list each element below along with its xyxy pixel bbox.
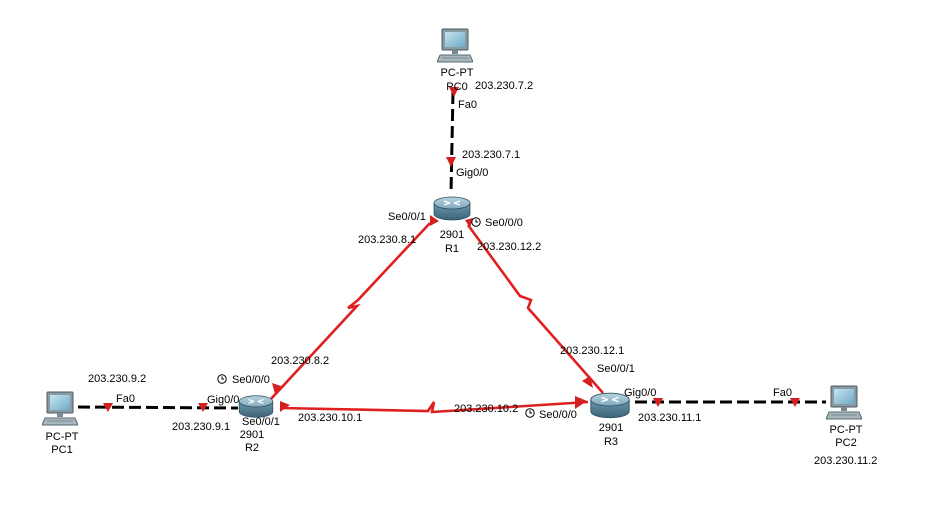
r1-gig-ip-label: 203.230.7.1 <box>462 149 520 161</box>
pc-icon <box>826 385 862 420</box>
pc2-interface-label: Fa0 <box>773 387 792 399</box>
r3-name: R3 <box>604 436 618 448</box>
r2-gig-ip-label: 203.230.9.1 <box>172 421 230 433</box>
r2-se000-interface-label: Se0/0/0 <box>232 374 270 386</box>
clock-icon <box>217 374 227 384</box>
router-r1[interactable]: 2901 R1 <box>433 196 471 255</box>
marker-r1-se000 <box>465 218 473 228</box>
pc1-name: PC1 <box>51 444 72 456</box>
clock-icon <box>471 217 481 227</box>
r1-se000-interface-label: Se0/0/0 <box>485 217 523 229</box>
r3-gig-ip-label: 203.230.11.1 <box>638 412 701 424</box>
link-r1-r2 <box>269 222 431 401</box>
r3-gig-interface-label: Gig0/0 <box>624 387 656 399</box>
pc1-ip-label: 203.230.9.2 <box>88 373 146 385</box>
r3-model: 2901 <box>599 422 623 434</box>
marker-r3-se001 <box>582 376 593 388</box>
r1-gig-interface-label: Gig0/0 <box>456 167 488 179</box>
link-pc0-r1 <box>449 91 455 194</box>
r1-se001-ip-label: 203.230.8.1 <box>358 234 416 246</box>
link-r1-r3 <box>466 224 604 394</box>
r1-model: 2901 <box>440 229 464 241</box>
marker-r2-se000 <box>272 383 281 394</box>
marker-r2-se001 <box>280 401 290 412</box>
r2-se001-interface-label: Se0/0/1 <box>242 416 280 428</box>
pc-icon <box>437 28 473 63</box>
marker-r3-gig <box>653 398 663 407</box>
pc0[interactable]: PC-PT PC0 <box>437 28 474 93</box>
r3-se001-ip-label: 203.230.12.1 <box>560 345 624 357</box>
marker-r1-se001 <box>430 215 439 226</box>
pc1[interactable]: PC-PT PC1 <box>42 391 79 456</box>
pc0-type: PC-PT <box>441 67 474 79</box>
r1-se000-ip-label: 203.230.12.2 <box>477 241 541 253</box>
pc1-type: PC-PT <box>46 431 79 443</box>
r2-model: 2901 <box>240 429 264 441</box>
r2-se000-ip-label: 203.230.8.2 <box>271 355 329 367</box>
pc-icon <box>42 391 78 426</box>
r2-gig-interface-label: Gig0/0 <box>207 394 239 406</box>
pc2-type: PC-PT <box>830 424 863 436</box>
marker-pc2-fa0 <box>790 398 800 407</box>
router-icon <box>238 395 274 418</box>
marker-r1-gig <box>446 157 456 167</box>
link-markers <box>103 87 800 412</box>
r3-se000-ip-label: 203.230.10.2 <box>454 403 518 415</box>
pc0-interface-label: Fa0 <box>458 99 477 111</box>
marker-r3-se000 <box>575 396 587 409</box>
pc1-interface-label: Fa0 <box>116 393 135 405</box>
r3-se001-interface-label: Se0/0/1 <box>597 363 635 375</box>
pc2-ip-label: 203.230.11.2 <box>814 455 877 467</box>
r3-se000-interface-label: Se0/0/0 <box>539 409 577 421</box>
pc2[interactable]: PC-PT PC2 <box>826 385 863 449</box>
router-icon <box>433 196 471 221</box>
r1-se001-interface-label: Se0/0/1 <box>388 211 426 223</box>
router-r3[interactable]: 2901 R3 <box>590 392 630 448</box>
r1-name: R1 <box>445 243 459 255</box>
link-r2-r3 <box>279 400 589 414</box>
r2-se001-ip-label: 203.230.10.1 <box>298 412 362 424</box>
link-pc1-r2 <box>77 405 239 410</box>
pc2-name: PC2 <box>835 437 856 449</box>
pc0-ip-label: 203.230.7.2 <box>475 80 533 92</box>
marker-pc0-fa0 <box>449 87 459 97</box>
marker-r2-gig <box>198 403 208 412</box>
pc0-name: PC0 <box>446 81 467 93</box>
clock-icon <box>525 408 535 418</box>
router-r2[interactable]: 2901 R2 <box>238 395 274 454</box>
r2-name: R2 <box>245 442 259 454</box>
marker-pc1-fa0 <box>103 403 113 412</box>
